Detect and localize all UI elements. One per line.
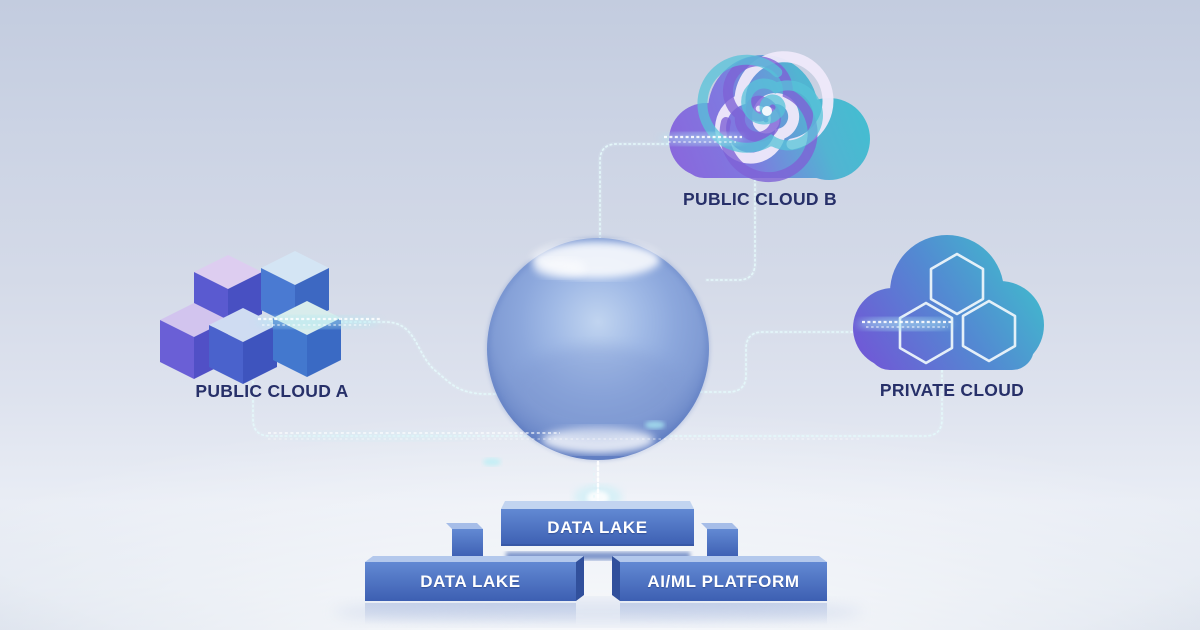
- ai-ml-platform-bar: [612, 556, 827, 625]
- data-burst-cloud-a: [256, 316, 382, 328]
- public-cloud-a-label: PUBLIC CLOUD A: [195, 381, 349, 401]
- connector-cloud-a-to-sphere: [253, 319, 502, 397]
- connector-private-cloud-to-sphere: [688, 329, 869, 395]
- data-lake-top-bar: [501, 501, 694, 560]
- data-burst-cloud-b: [660, 133, 744, 145]
- ai-ml-platform-label: AI/ML PLATFORM: [647, 571, 800, 591]
- hexagon-cloud-icon: [853, 235, 1044, 370]
- private-cloud-label: PRIVATE CLOUD: [879, 380, 1025, 400]
- data-lake-front-label: DATA LAKE: [420, 571, 521, 591]
- platform-small-cube-left: [446, 523, 483, 558]
- data-burst-private-cloud: [857, 318, 953, 330]
- data-bits-bottom-line: [268, 431, 860, 441]
- data-lake-front-bar: [365, 556, 584, 625]
- glass-sphere: [483, 237, 710, 466]
- data-lake-top-label: DATA LAKE: [547, 517, 648, 537]
- swirl-cloud-icon: [669, 51, 870, 182]
- platform-small-cube-right: [701, 523, 738, 558]
- platform-bars: [333, 501, 863, 625]
- isometric-cubes-icon: [160, 251, 341, 384]
- public-cloud-b-label: PUBLIC CLOUD B: [683, 189, 837, 209]
